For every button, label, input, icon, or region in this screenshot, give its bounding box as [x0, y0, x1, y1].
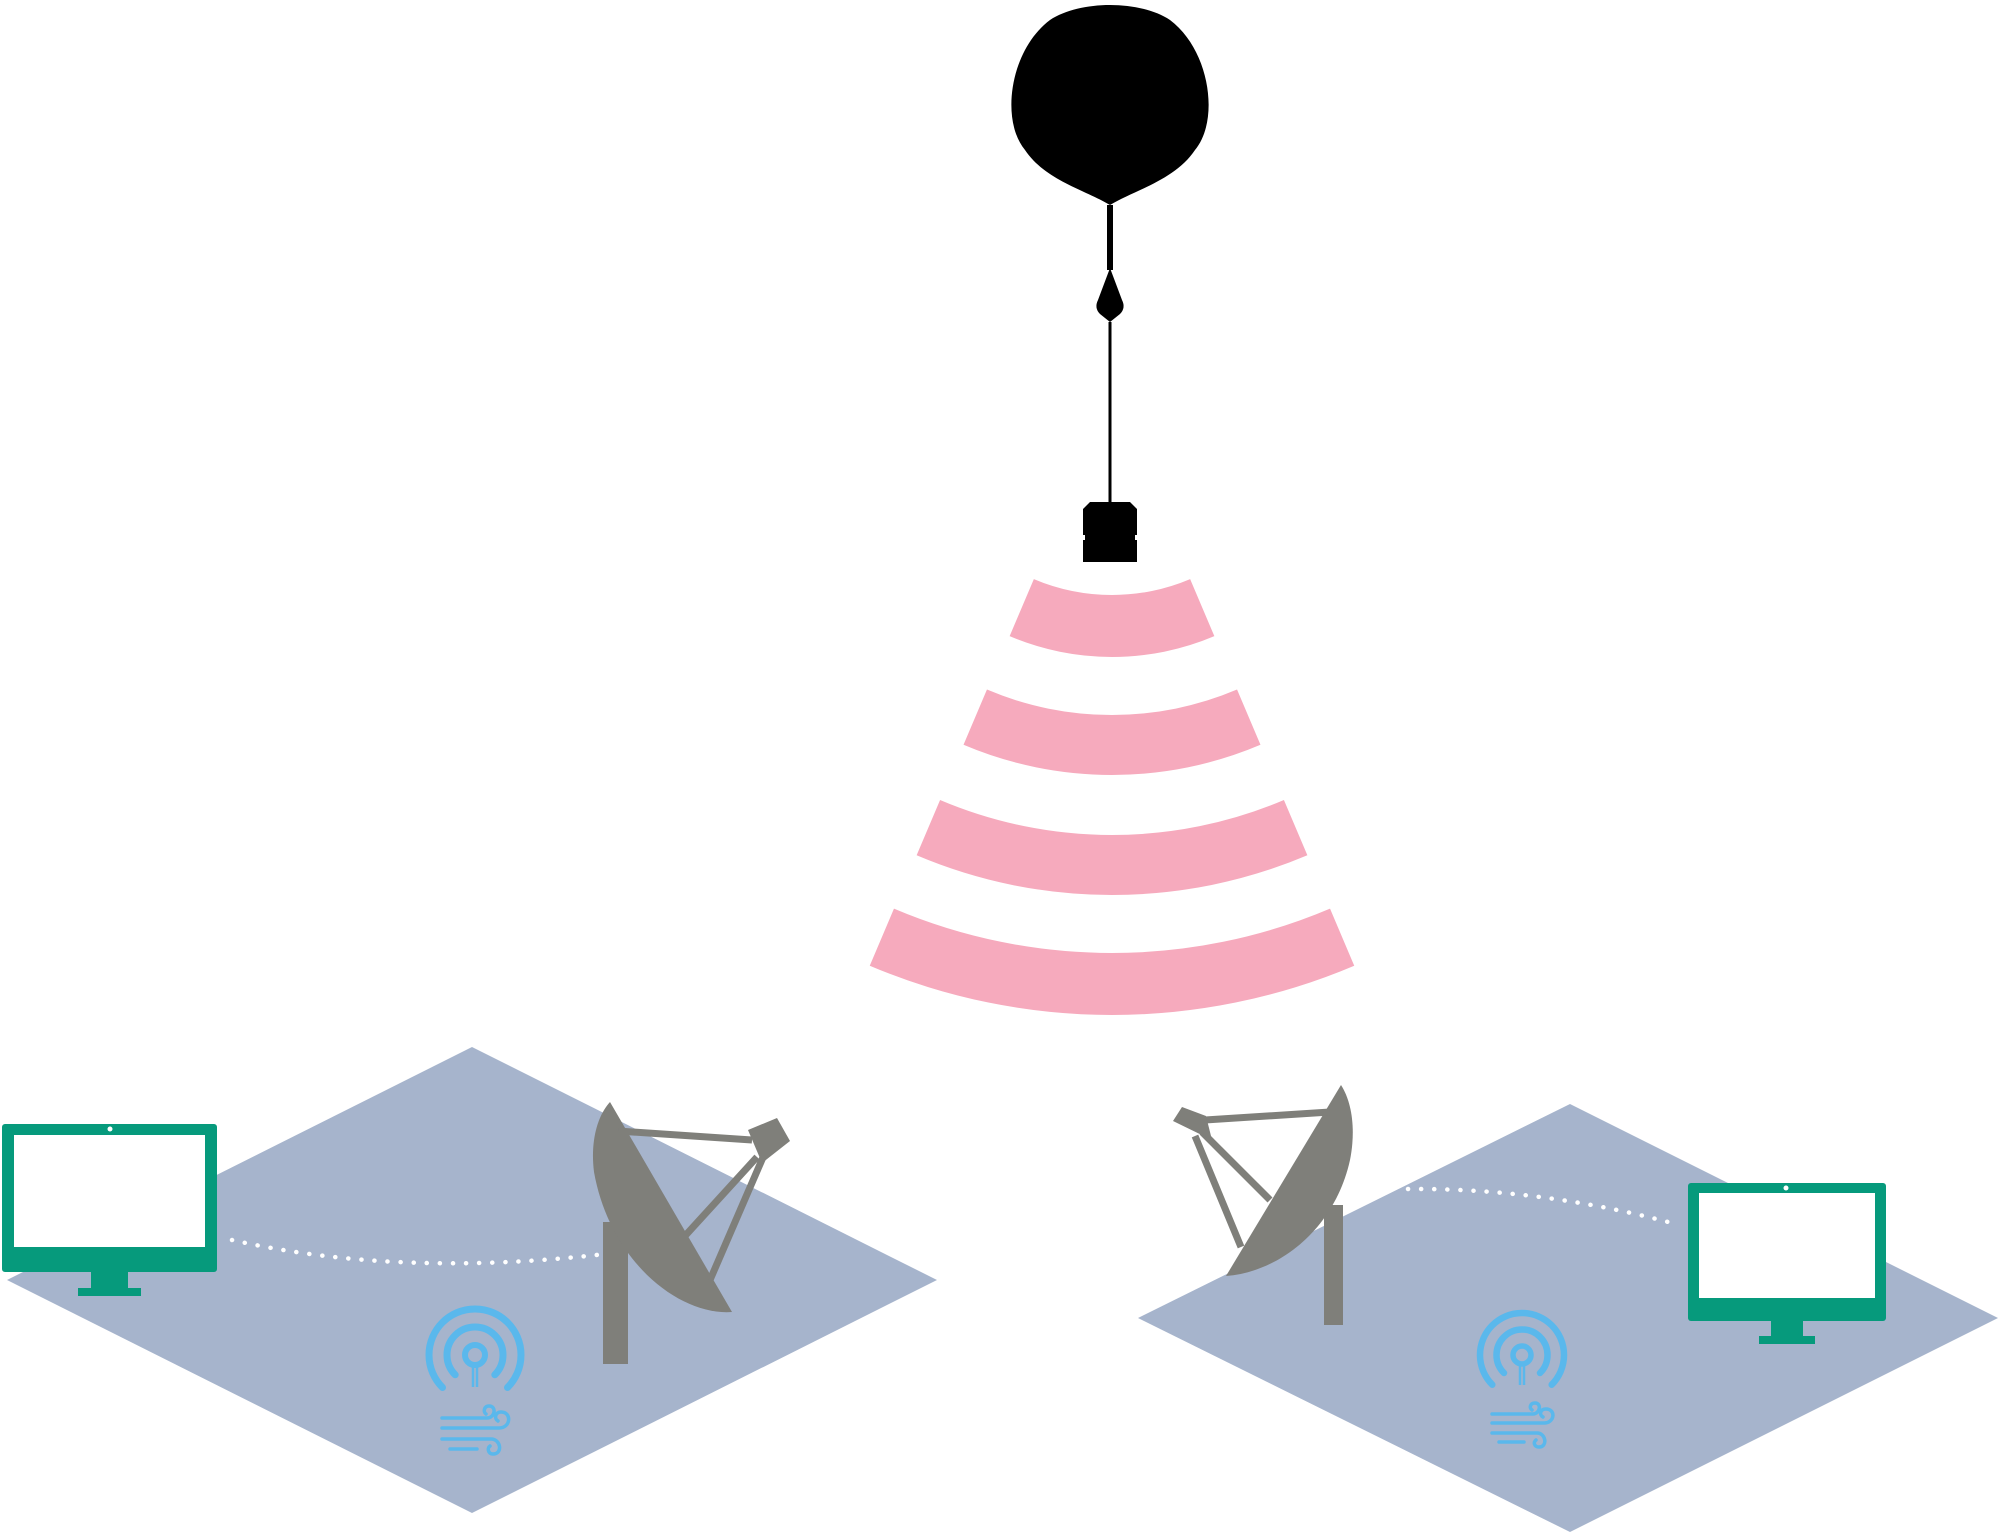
- high-altitude-balloon: [1011, 5, 1209, 562]
- signal-wave-arc-4: [869, 908, 1355, 1016]
- ground-station-left: [2, 1102, 790, 1456]
- broadcast-signal-icon: [425, 1305, 525, 1391]
- wind-icon: [1490, 1401, 1555, 1449]
- computer-monitor-icon: [2, 1124, 217, 1296]
- ground-station-right: [1173, 1085, 1886, 1449]
- radio-signal-waves-icon: [869, 579, 1355, 1016]
- broadcast-signal-icon: [1476, 1309, 1568, 1388]
- balloon-neck: [1107, 205, 1113, 270]
- data-link-dotted-line-right: [1405, 1186, 1675, 1226]
- signal-wave-arc-2: [963, 689, 1261, 775]
- computer-monitor-icon: [1688, 1183, 1886, 1344]
- balloon-payload-icon: [1083, 502, 1137, 562]
- ground-plane-left: [7, 1047, 937, 1513]
- balloon-parachute-icon: [1096, 268, 1124, 322]
- satellite-dish-icon: [592, 1102, 790, 1364]
- wind-icon: [440, 1404, 511, 1456]
- signal-wave-arc-3: [916, 800, 1308, 896]
- satellite-dish-icon: [1173, 1085, 1353, 1325]
- high-altitude-balloon-icon: [1011, 5, 1209, 205]
- signal-wave-arc-1: [1009, 579, 1215, 657]
